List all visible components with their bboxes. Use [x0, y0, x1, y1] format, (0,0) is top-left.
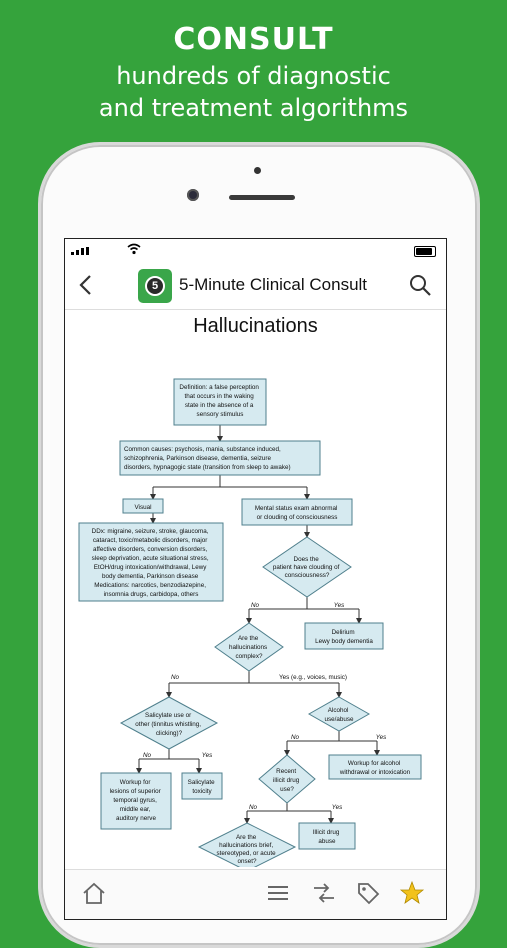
signal-icon	[71, 247, 89, 255]
ddx-text: DDx: migraine, seizure, stroke, glaucoma…	[92, 528, 211, 598]
wifi-icon	[127, 243, 141, 255]
clouding-diamond	[262, 536, 352, 598]
front-camera	[187, 189, 199, 201]
star-icon[interactable]	[399, 880, 425, 906]
causes-box	[119, 440, 321, 476]
definition-text: Definition: a false perception that occu…	[179, 384, 260, 418]
promo-subtitle-line2: and treatment algorithms	[98, 94, 409, 122]
yes-label-3: Yes	[202, 752, 213, 759]
status-bar	[65, 239, 446, 261]
no-label-5: No	[249, 804, 258, 811]
promo-title: CONSULT	[173, 22, 334, 57]
app-logo-icon: 5	[138, 269, 172, 303]
workup-alcohol-text: Workup for alcohol withdrawal or intoxic…	[339, 760, 411, 776]
salicylate-toxicity-box	[181, 772, 223, 800]
illicit-abuse-text: Illicit drug abuse	[313, 829, 341, 845]
definition-box	[173, 378, 267, 426]
alcohol-diamond	[307, 696, 371, 732]
workup-alcohol-box	[328, 754, 422, 780]
ddx-box	[78, 522, 224, 602]
phone-screen: 5 5-Minute Clinical Consult Hallucinatio…	[64, 238, 447, 920]
diagnostic-flowchart[interactable]: Definition: a false perception that occu…	[77, 377, 427, 867]
yes-label-4: Yes	[376, 734, 387, 741]
stopwatch-icon: 5	[145, 276, 165, 296]
page-title: Hallucinations	[193, 315, 318, 337]
search-icon[interactable]	[408, 273, 432, 297]
brief-diamond	[197, 822, 297, 867]
promo-subtitle-line1: hundreds of diagnostic	[116, 62, 391, 90]
proximity-sensor	[254, 167, 261, 174]
no-label-4: No	[291, 734, 300, 741]
clouding-question: Does the patient have clouding of consci…	[273, 556, 341, 579]
home-icon[interactable]	[81, 880, 107, 906]
back-chevron-icon[interactable]	[75, 273, 99, 297]
mental-status-text: Mental status exam abnormal or clouding …	[255, 505, 339, 521]
salicylate-diamond	[119, 696, 219, 750]
brief-question: Are the hallucinations brief, stereotype…	[217, 834, 278, 865]
delirium-text: Delirium Lewy body dementia	[315, 629, 373, 645]
illicit-question: Recent illicit drug use?	[273, 768, 301, 793]
complex-diamond	[214, 622, 284, 672]
alcohol-question: Alcohol use/abuse	[324, 707, 354, 723]
delirium-box	[304, 622, 384, 650]
tag-icon[interactable]	[355, 880, 381, 906]
yes-label-5: Yes	[332, 804, 343, 811]
earpiece-speaker	[229, 195, 295, 200]
app-title: 5-Minute Clinical Consult	[179, 275, 368, 294]
complex-question: Are the hallucinations complex?	[229, 635, 269, 660]
illicit-diamond	[258, 754, 316, 804]
visual-box	[122, 498, 164, 514]
salicylate-toxicity-text: Salicylate toxicity	[188, 779, 217, 795]
workup-lesions-box	[100, 772, 172, 830]
illicit-abuse-box	[298, 822, 356, 850]
battery-icon	[414, 246, 436, 257]
yes-label-1: Yes	[334, 602, 345, 609]
shuffle-icon[interactable]	[311, 880, 337, 906]
workup-lesions-text: Workup for lesions of superior temporal …	[110, 779, 163, 822]
nav-bar: 5 5-Minute Clinical Consult	[65, 261, 446, 310]
salicylate-question: Salicylate use or other (tinnitus whistl…	[135, 712, 203, 737]
no-label-3: No	[143, 752, 152, 759]
no-label-2: No	[171, 674, 180, 681]
mental-status-box	[241, 498, 353, 526]
no-label-1: No	[251, 602, 260, 609]
visual-text: Visual	[134, 504, 151, 511]
promo-subtitle: hundreds of diagnostic and treatment alg…	[0, 60, 507, 124]
tab-bar	[65, 869, 446, 919]
menu-icon[interactable]	[265, 880, 291, 906]
causes-text: Common causes: psychosis, mania, substan…	[124, 446, 291, 471]
yes-voices-label: Yes (e.g., voices, music)	[279, 674, 347, 681]
